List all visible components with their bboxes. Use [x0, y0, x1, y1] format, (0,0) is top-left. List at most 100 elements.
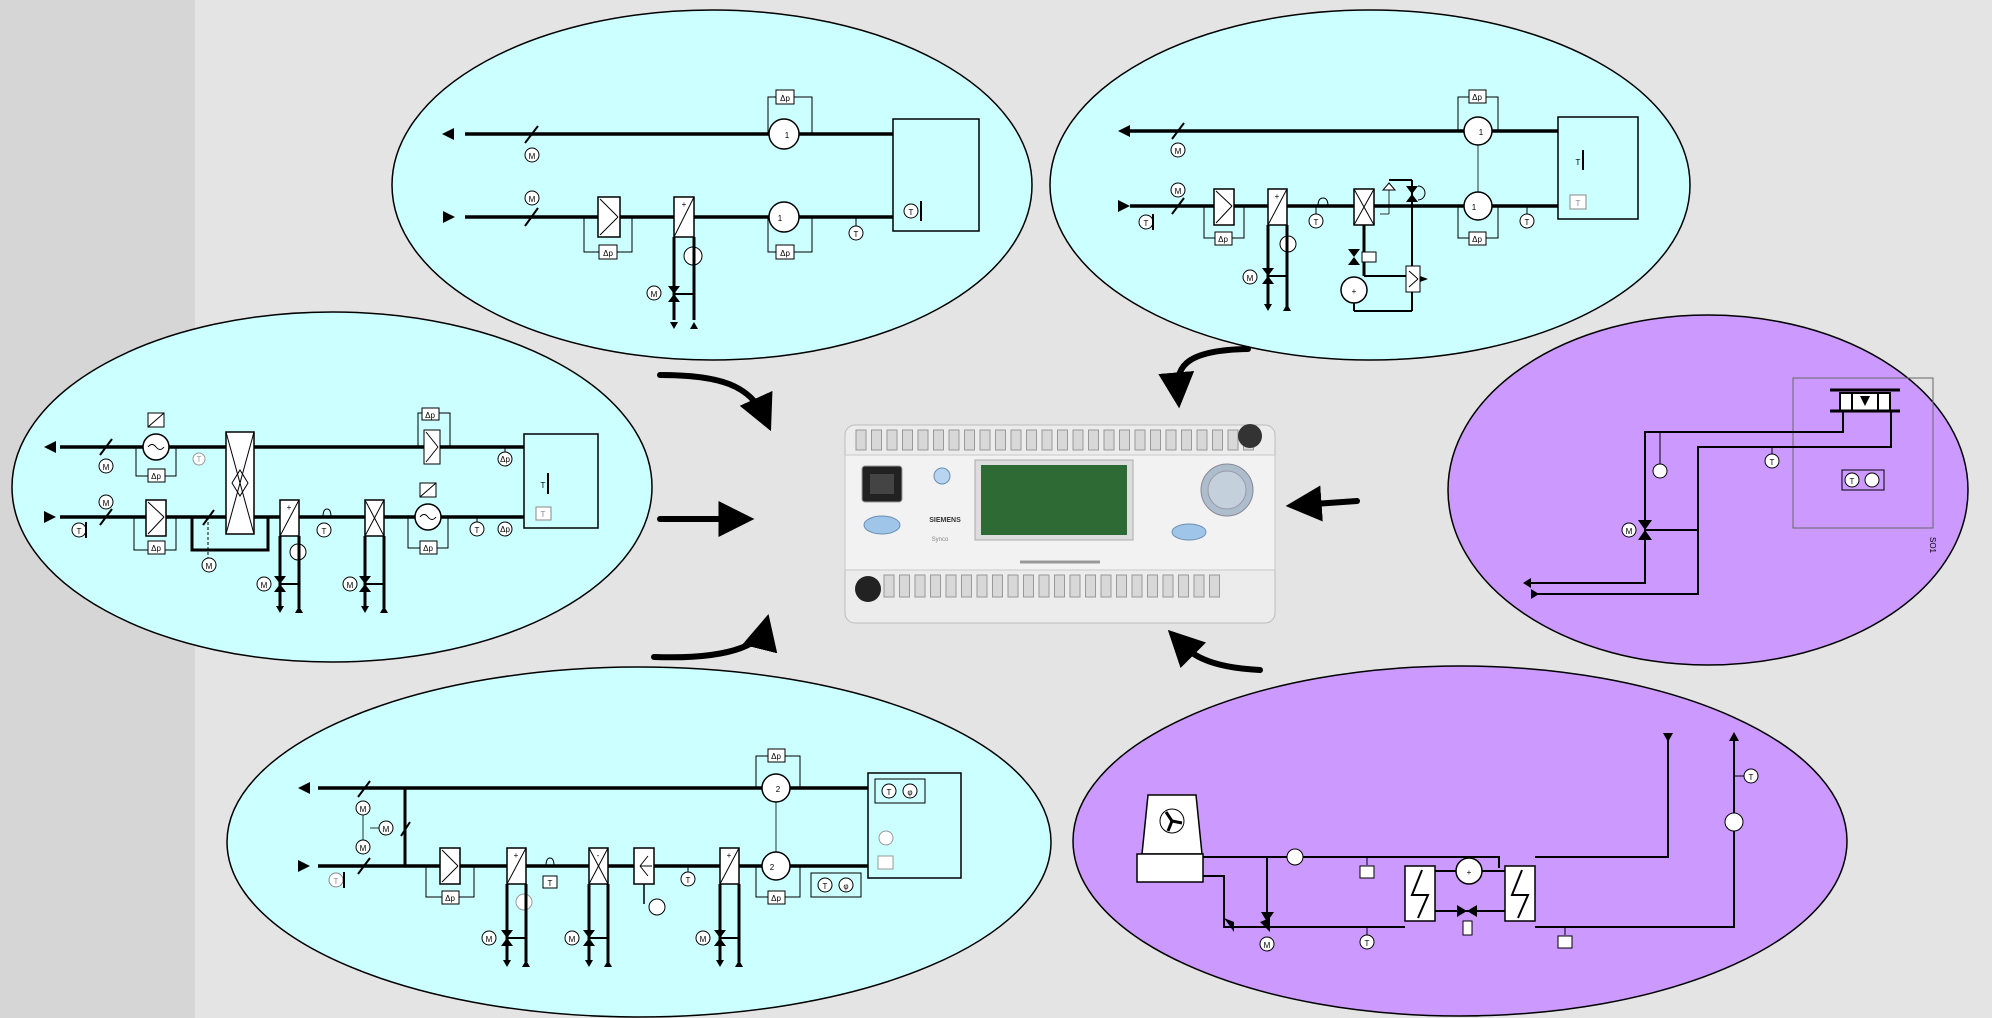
humidity-label: φ	[843, 882, 848, 891]
plus-label: +	[1467, 868, 1472, 877]
product-label: Synco	[932, 537, 949, 543]
lcd-screen	[981, 465, 1127, 535]
motor-label: M	[103, 463, 110, 472]
humidity-label: φ	[907, 788, 912, 797]
plus-label: +	[1352, 287, 1357, 296]
terminal-bottom	[945, 574, 957, 598]
ahu-top-left: M M 1 Δp Δp + M 1 Δp T T	[391, 9, 1033, 361]
terminal-top	[1072, 429, 1084, 451]
temp-label: T	[1525, 218, 1530, 227]
terminal-top	[855, 429, 867, 451]
terminal-bottom	[930, 574, 941, 598]
terminal-top	[1088, 429, 1099, 451]
terminal-bottom	[976, 574, 988, 598]
terminal-bottom	[992, 574, 1003, 598]
terminal-top	[886, 429, 898, 451]
temp-label: T	[334, 877, 339, 886]
temp-label: T	[1144, 219, 1149, 228]
dp-label: Δp	[425, 411, 435, 420]
terminal-bottom	[1193, 574, 1205, 598]
mount-hole-icon	[1238, 424, 1262, 448]
dp-label: Δp	[780, 249, 790, 258]
ahu-middle-left: M M T Δp T Δp M + M T	[11, 311, 653, 663]
fan-number: 2	[776, 785, 781, 794]
motor-label: M	[569, 935, 576, 944]
controller-device: SIEMENS Synco	[844, 424, 1276, 624]
motor-label: M	[206, 562, 213, 571]
motor-label: M	[529, 195, 536, 204]
terminal-top	[871, 429, 882, 451]
terminal-bottom	[1054, 574, 1065, 598]
terminal-top	[1165, 429, 1177, 451]
terminal-top	[995, 429, 1006, 451]
motor-label: M	[383, 825, 390, 834]
terminal-top	[979, 429, 991, 451]
terminal-top	[1181, 429, 1192, 451]
temp-label: T	[1314, 218, 1319, 227]
version-label: SO1	[1928, 537, 1937, 554]
terminal-bottom	[1131, 574, 1143, 598]
temp-label: T	[1770, 458, 1775, 467]
temp-label: T	[541, 481, 546, 490]
motor-label: M	[486, 935, 493, 944]
terminal-top	[1150, 429, 1161, 451]
dp-label: Δp	[771, 752, 781, 761]
terminal-top	[902, 429, 913, 451]
fan-number: 1	[778, 214, 783, 223]
dp-label: Δp	[151, 472, 161, 481]
terminal-top	[1134, 429, 1146, 451]
terminal-top	[1010, 429, 1022, 451]
terminal-top	[917, 429, 929, 451]
dp-label: Δp	[603, 249, 613, 258]
terminal-top	[1212, 429, 1223, 451]
dp-label: Δp	[1472, 235, 1482, 244]
terminal-bottom	[1116, 574, 1127, 598]
temp-label: T	[1576, 158, 1581, 167]
motor-label: M	[1247, 274, 1254, 283]
plus-label: +	[514, 851, 519, 860]
temp-label: T	[686, 876, 691, 885]
terminal-bottom	[1209, 574, 1220, 598]
fan-number: 1	[1479, 128, 1484, 137]
dp-label: Δp	[500, 525, 510, 534]
mount-hole-icon	[855, 576, 881, 602]
terminal-bottom	[899, 574, 910, 598]
dp-label: Δp	[780, 94, 790, 103]
ok-button[interactable]	[1171, 523, 1207, 541]
terminal-bottom	[883, 574, 895, 598]
terminal-top	[964, 429, 975, 451]
terminal-top	[1196, 429, 1208, 451]
motor-label: M	[1264, 941, 1271, 950]
plus-label: +	[1275, 192, 1280, 201]
terminal-top	[948, 429, 960, 451]
terminal-bottom	[1100, 574, 1112, 598]
motor-label: M	[651, 290, 658, 299]
temp-label: T	[1749, 773, 1754, 782]
brand-label: SIEMENS	[929, 517, 961, 524]
terminal-bottom	[1007, 574, 1019, 598]
terminal-top	[1119, 429, 1130, 451]
motor-label: M	[261, 581, 268, 590]
terminal-bottom	[1085, 574, 1096, 598]
dp-label: Δp	[423, 544, 433, 553]
terminal-top	[1041, 429, 1053, 451]
chiller-plant-bottom-right: + M T T	[1072, 665, 1848, 1017]
temp-label: T	[854, 230, 859, 239]
temp-label: T	[548, 879, 553, 888]
fan-number: 1	[785, 131, 790, 140]
temp-label: T	[1576, 199, 1581, 208]
minus-label: -	[597, 851, 600, 860]
motor-label: M	[347, 581, 354, 590]
temp-label: T	[823, 882, 828, 891]
temp-label: T	[887, 788, 892, 797]
dp-label: Δp	[445, 894, 455, 903]
terminal-bottom	[1162, 574, 1174, 598]
temp-label: T	[1365, 939, 1370, 948]
terminal-top	[1227, 429, 1239, 451]
temp-label: T	[322, 527, 327, 536]
temp-label: T	[475, 526, 480, 535]
motor-label: M	[360, 805, 367, 814]
dp-label: Δp	[151, 544, 161, 553]
temp-label: T	[197, 455, 202, 464]
